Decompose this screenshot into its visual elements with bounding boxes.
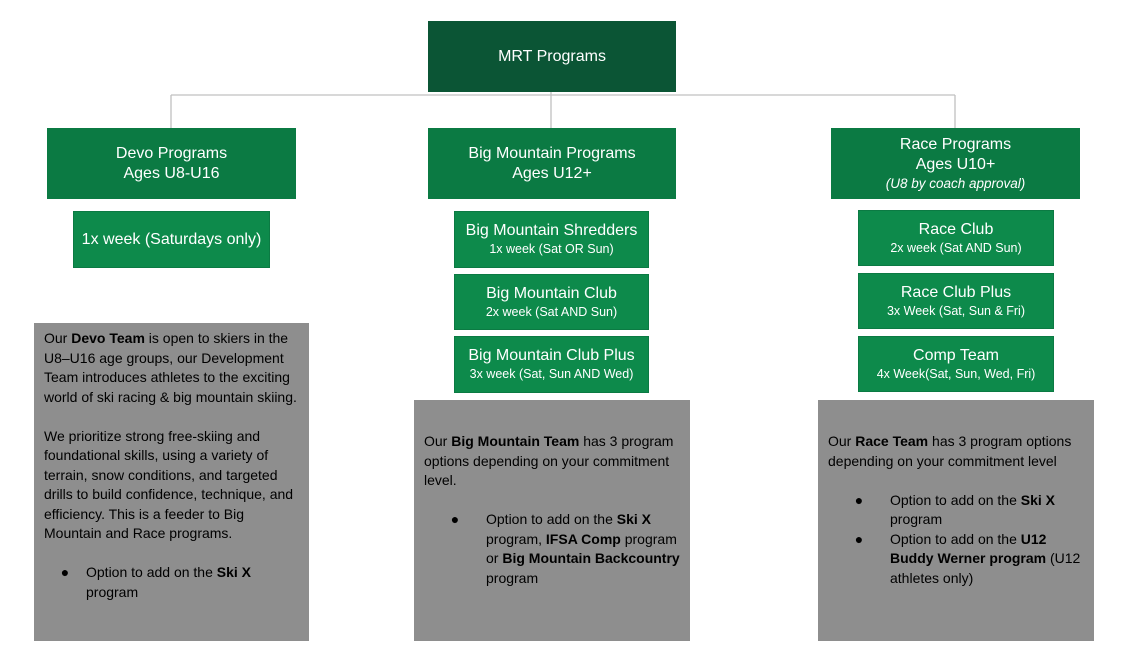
race-bullet-buddy-werner: ● Option to add on the U12 Buddy Werner … [828,530,1084,589]
big-mountain-shredders-node: Big Mountain Shredders 1x week (Sat OR S… [454,211,649,268]
option-name: Comp Team [913,346,999,364]
option-frequency: 4x Week(Sat, Sun, Wed, Fri) [876,366,1036,381]
race-programs-node: Race Programs Ages U10+ (U8 by coach app… [831,128,1080,199]
race-club-node: Race Club 2x week (Sat AND Sun) [858,210,1054,266]
big-mountain-ages: Ages U12+ [512,164,592,182]
race-description-box: Our Race Team has 3 program options depe… [818,400,1094,641]
race-club-plus-node: Race Club Plus 3x Week (Sat, Sun & Fri) [858,273,1054,329]
option-frequency: 3x week (Sat, Sun AND Wed) [469,367,634,381]
devo-description-box: Our Devo Team is open to skiers in the U… [34,323,309,641]
race-ages-note: (U8 by coach approval) [885,175,1026,191]
big-mountain-club-plus-node: Big Mountain Club Plus 3x week (Sat, Sun… [454,336,649,393]
option-name: Race Club Plus [900,283,1012,301]
big-mountain-title: Big Mountain Programs [468,144,636,162]
root-node: MRT Programs [428,21,676,92]
big-mountain-programs-node: Big Mountain Programs Ages U12+ [428,128,676,199]
devo-desc-para-2: We prioritize strong free-skiing and fou… [44,427,294,542]
comp-team-node: Comp Team 4x Week(Sat, Sun, Wed, Fri) [858,336,1054,392]
devo-bullet-ski-x: ● Option to add on the Ski X program [44,563,299,602]
bullet-icon: ● [854,491,864,508]
big-mountain-club-node: Big Mountain Club 2x week (Sat AND Sun) [454,274,649,330]
option-frequency: 3x Week (Sat, Sun & Fri) [886,303,1025,318]
option-frequency: 2x week (Sat AND Sun) [890,240,1022,255]
big-mountain-description-box: Our Big Mountain Team has 3 program opti… [414,400,690,641]
bullet-icon: ● [60,564,70,580]
devo-option-node: 1x week (Saturdays only) [73,211,270,268]
option-name: Big Mountain Club [486,284,617,302]
devo-ages: Ages U8-U16 [123,164,220,182]
option-name: Big Mountain Shredders [465,222,638,239]
devo-programs-node: Devo Programs Ages U8-U16 [47,128,296,199]
race-bullet-ski-x: ● Option to add on the Ski X program [828,491,1084,530]
race-title: Race Programs [899,135,1012,153]
bullet-icon: ● [854,530,864,547]
root-label: MRT Programs [498,47,606,65]
option-frequency: 2x week (Sat AND Sun) [485,304,618,319]
devo-title: Devo Programs [115,144,228,162]
option-frequency: 1x week (Sat OR Sun) [489,242,614,256]
bullet-icon: ● [450,511,460,527]
race-desc-para-1: Our Race Team has 3 program options depe… [828,433,1072,469]
devo-desc-para-1: Our Devo Team is open to skiers in the U… [44,330,297,405]
devo-option-label: 1x week (Saturdays only) [81,230,262,248]
big-mountain-desc-para-1: Our Big Mountain Team has 3 program opti… [424,433,674,488]
option-name: Race Club [918,220,994,238]
race-ages: Ages U10+ [915,155,996,173]
big-mountain-bullet-addons: ● Option to add on the Ski X program, IF… [424,510,680,588]
option-name: Big Mountain Club Plus [468,347,635,364]
